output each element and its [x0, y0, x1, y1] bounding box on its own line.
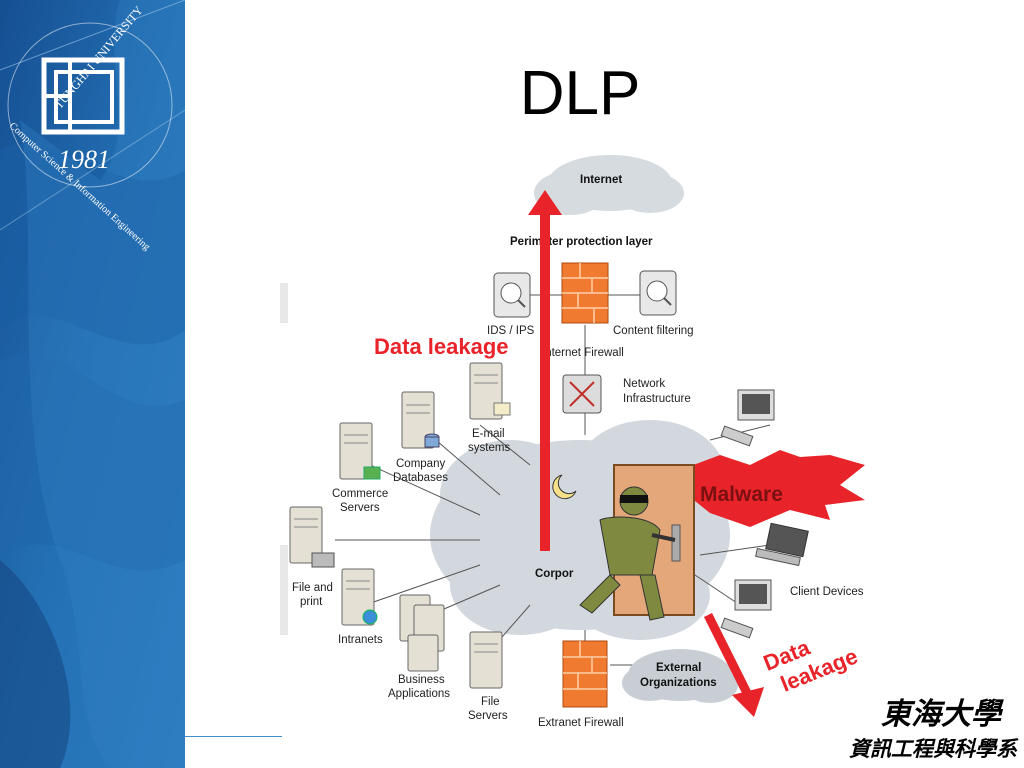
intranets-label: Intranets: [338, 634, 383, 646]
company-db-label-2: Databases: [393, 472, 448, 484]
router-icon: [562, 374, 602, 414]
data-leakage-top-label: Data leakage: [374, 334, 509, 359]
footer-divider: [185, 736, 282, 737]
file-servers-label-1: File: [481, 696, 500, 708]
business-label-1: Business: [398, 674, 445, 686]
commerce-label-1: Commerce: [332, 488, 388, 500]
slide-title: DLP: [519, 59, 641, 128]
file-servers-label-2: Servers: [468, 710, 508, 722]
laptop-icon: [755, 522, 809, 567]
internet-label: Internet: [580, 174, 622, 186]
business-label-2: Applications: [388, 688, 450, 700]
commerce-label-2: Servers: [340, 502, 380, 514]
data-leakage-down-arrow: [703, 612, 764, 717]
dlp-network-diagram: Internet Perimeter protection layer IDS: [280, 155, 865, 729]
logo-line-1: 東海大學: [881, 698, 1004, 731]
company-db-label-1: Company: [396, 458, 445, 470]
intranet-server-icon: [341, 568, 378, 626]
department-logo: 東海大學 資訊工程與科學系: [849, 698, 1019, 761]
internet-firewall-label: Internet Firewall: [542, 347, 624, 359]
commerce-server-icon: [339, 422, 381, 480]
external-label-1: External: [656, 662, 701, 674]
database-server-icon: [401, 391, 440, 449]
ids-label: IDS / IPS: [487, 325, 535, 337]
corporate-label: Corpor: [535, 568, 574, 580]
thief-figure: [579, 486, 676, 621]
ids-icon: [493, 272, 531, 318]
business-app-servers-icon: [399, 594, 445, 672]
sidebar-banner: 1981 TUNGHAI UNIVERSITY Computer Science…: [0, 0, 185, 768]
email-server-icon: [469, 362, 511, 420]
seal-year: 1981: [58, 145, 110, 174]
extranet-firewall-icon: [562, 640, 608, 708]
network-infra-label-1: Network: [623, 378, 665, 390]
email-label-2: systems: [468, 442, 510, 454]
logo-line-2: 資訊工程與科學系: [849, 737, 1019, 761]
content-filtering-label: Content filtering: [613, 325, 694, 337]
desktop-computer-icon: [720, 389, 775, 447]
extranet-firewall-label: Extranet Firewall: [538, 717, 624, 729]
moon-icon: [552, 474, 577, 500]
file-print-label-2: print: [300, 596, 323, 608]
external-label-2: Organizations: [640, 677, 717, 689]
file-print-label-1: File and: [292, 582, 333, 594]
firewall-icon: [561, 262, 609, 324]
malware-burst: Malware: [680, 450, 865, 527]
print-server-icon: [289, 506, 335, 568]
network-infra-label-2: Infrastructure: [623, 393, 691, 405]
malware-label: Malware: [700, 483, 783, 506]
content-filter-icon: [639, 270, 677, 316]
client-devices-label: Client Devices: [790, 586, 864, 598]
perimeter-label: Perimeter protection layer: [510, 236, 653, 248]
internet-cloud: Internet: [534, 155, 684, 215]
file-server-icon: [469, 631, 503, 689]
email-label-1: E-mail: [472, 428, 505, 440]
data-leakage-up-arrow: [528, 190, 562, 551]
external-orgs-cloud: External Organizations: [622, 649, 738, 703]
client-computer-icon: [720, 579, 772, 639]
